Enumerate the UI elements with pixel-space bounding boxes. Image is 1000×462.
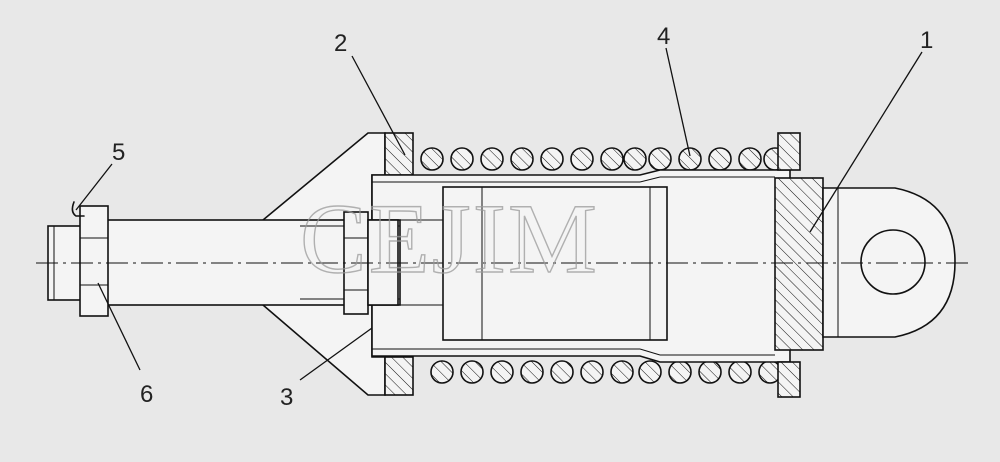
callout-4: 4	[657, 23, 670, 50]
callout-5: 5	[112, 139, 125, 166]
end-cap	[774, 177, 824, 351]
leader-5	[75, 163, 113, 211]
leader-4	[665, 47, 691, 157]
end-flange-upper	[777, 132, 801, 171]
callout-6: 6	[140, 381, 153, 408]
leader-3	[299, 327, 373, 381]
flange-lower	[384, 356, 414, 396]
watermark-text: CEJIM	[300, 183, 599, 294]
leader-1	[809, 51, 923, 233]
leader-6	[97, 282, 141, 371]
leader-2	[351, 55, 406, 156]
cotter-pin	[71, 201, 85, 217]
end-flange-lower	[777, 361, 801, 398]
callout-2: 2	[334, 30, 347, 57]
flange-upper	[384, 132, 414, 176]
spring-coils-top	[420, 147, 787, 171]
spring-coils-bottom	[430, 360, 782, 384]
end-nut	[79, 205, 109, 317]
callout-3: 3	[280, 384, 293, 411]
callout-1: 1	[920, 27, 933, 54]
eye-hole	[860, 229, 926, 295]
